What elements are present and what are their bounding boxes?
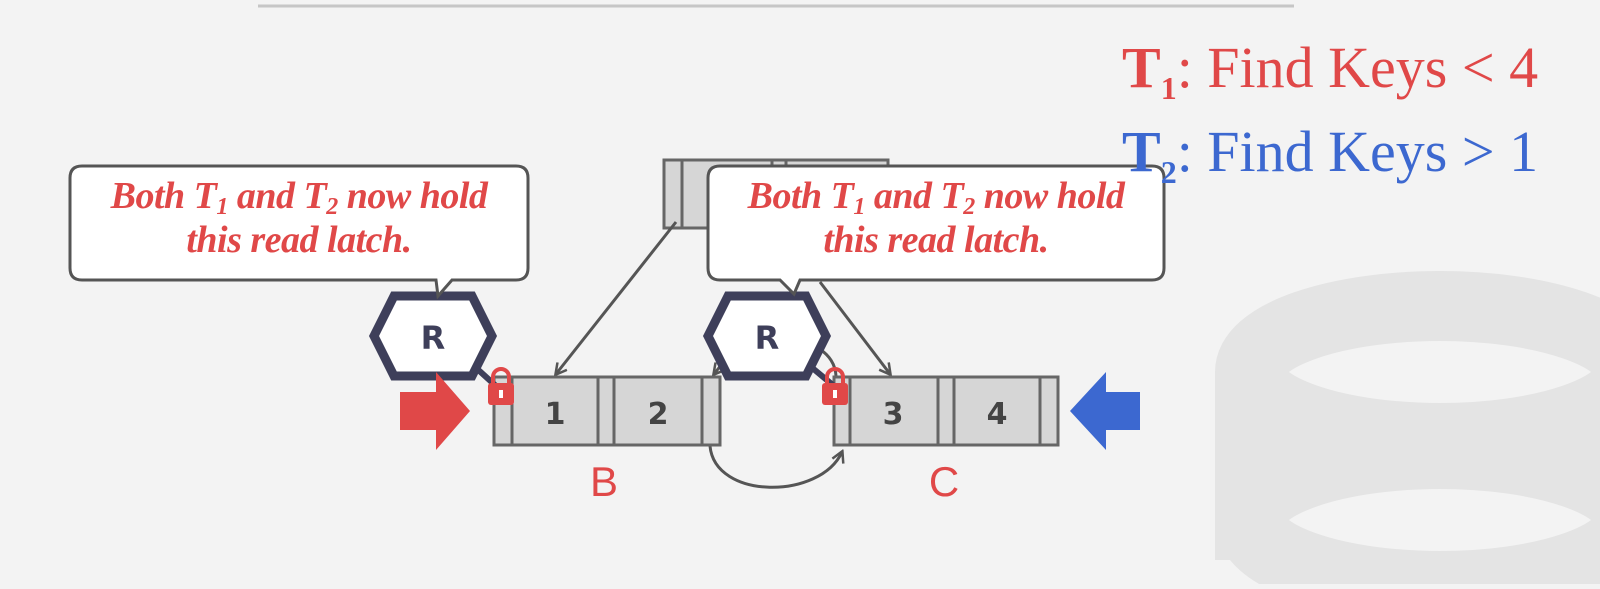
callout-right-line1: Both T1 and T2 now hold xyxy=(747,175,1125,220)
node-c-label: C xyxy=(929,458,959,505)
callout-right-line2: this read latch. xyxy=(823,219,1049,261)
database-icon xyxy=(1215,271,1600,589)
node-b-key-1: 1 xyxy=(545,397,566,432)
lock-icon xyxy=(488,367,514,405)
latch-c-mode: R xyxy=(755,319,780,357)
pointer-root-to-b xyxy=(556,221,678,374)
node-b-key-2: 2 xyxy=(648,397,669,432)
node-b-label: B xyxy=(590,458,618,505)
right-arrow-icon xyxy=(400,372,470,450)
callout-left-line1: Both T1 and T2 now hold xyxy=(110,175,488,220)
task-t1: T1: Find Keys < 4 xyxy=(1122,35,1539,106)
node-c-key-4: 4 xyxy=(987,397,1008,432)
callout-left-shape xyxy=(68,164,530,300)
left-arrow-icon xyxy=(1070,372,1140,450)
latch-b-hexagon: R xyxy=(368,291,498,381)
node-b: 1 2 xyxy=(492,375,722,447)
latch-c-hexagon: R xyxy=(702,291,832,381)
latch-b-mode: R xyxy=(421,319,446,357)
lock-icon xyxy=(822,367,848,405)
callout-left-line2: this read latch. xyxy=(186,219,412,261)
callout-right-shape xyxy=(706,164,1166,297)
pointer-root-to-c xyxy=(818,281,890,374)
node-c-key-3: 3 xyxy=(883,397,904,432)
callout-left: Both T1 and T2 now hold this read latch. xyxy=(75,168,523,280)
node-c: 3 4 xyxy=(832,375,1060,447)
callout-right: Both T1 and T2 now hold this read latch. xyxy=(712,168,1160,280)
sibling-pointer-b-to-c xyxy=(708,445,842,489)
task-t2: T2: Find Keys > 1 xyxy=(1122,119,1539,190)
